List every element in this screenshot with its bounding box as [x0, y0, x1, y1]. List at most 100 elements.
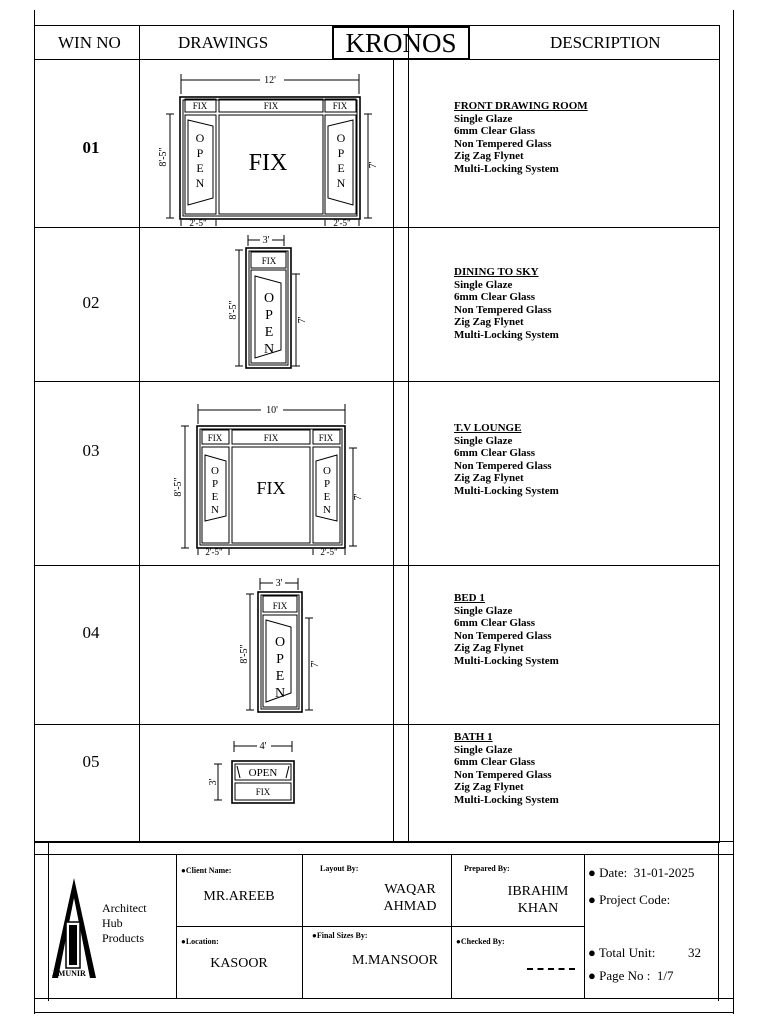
- description-02: DINING TO SKY Single Glaze 6mm Clear Gla…: [454, 266, 559, 341]
- logo-tag: AL-MUNIR: [52, 969, 86, 978]
- win-no-05: 05: [82, 752, 100, 771]
- logo-line: Products: [102, 931, 144, 945]
- description-title: BED 1: [454, 592, 485, 604]
- fix-label-large: FIX: [249, 150, 288, 176]
- open-letter: P: [265, 308, 273, 323]
- fix-label: FIX: [273, 601, 288, 611]
- open-letter: E: [276, 669, 285, 684]
- spec-line: Multi-Locking System: [454, 484, 559, 497]
- open-letter: N: [275, 686, 285, 701]
- open-letter: O: [264, 291, 274, 306]
- col-divider-1: [139, 25, 140, 841]
- page-bottom-line: [34, 1012, 734, 1013]
- spec-line: 6mm Clear Glass: [454, 291, 536, 303]
- fix-label: FIX: [319, 433, 334, 443]
- fix-label: FIX: [193, 101, 208, 111]
- final-sizes-label: ●Final Sizes By:: [312, 931, 368, 940]
- open-letter: P: [276, 652, 284, 667]
- dim-width: 3': [276, 578, 283, 589]
- dim-side-height: 7': [310, 660, 321, 667]
- layout-value: WAQAR AHMAD: [370, 881, 450, 915]
- description-title: BATH 1: [454, 731, 493, 743]
- fix-label-large: FIX: [256, 478, 285, 498]
- description-04: BED 1 Single Glaze 6mm Clear Glass Non T…: [454, 592, 559, 667]
- open-letter: E: [337, 161, 344, 175]
- date-row: ● Date: 31-01-2025: [588, 865, 695, 880]
- location-label: ●Location:: [181, 937, 219, 946]
- open-letter: O: [275, 635, 285, 650]
- spec-line: Zig Zag Flynet: [454, 316, 524, 328]
- prepared-label: Prepared By:: [464, 864, 510, 873]
- col-divider-3: [408, 25, 409, 841]
- open-letter: P: [197, 146, 204, 160]
- dim-side-width: 2'-5": [205, 547, 223, 557]
- description-title: DINING TO SKY: [454, 266, 539, 278]
- brand-logo: KRONOS: [332, 26, 470, 60]
- spec-line: Zig Zag Flynet: [454, 781, 524, 793]
- triangle-mark: [52, 878, 96, 978]
- open-letter: O: [337, 131, 346, 145]
- header-win-no: WIN NO: [58, 33, 121, 52]
- open-letter: P: [212, 478, 218, 490]
- footer-left-gutter: [48, 841, 49, 1001]
- schedule-table: [34, 25, 720, 843]
- spec-line: Non Tempered Glass: [454, 768, 552, 781]
- spec-line: Multi-Locking System: [454, 793, 559, 806]
- logo-line: Hub: [102, 916, 123, 930]
- footer-top-line-1: [34, 841, 734, 842]
- prepared-value: IBRAHIM KHAN: [496, 883, 580, 917]
- description-title: FRONT DRAWING ROOM: [454, 100, 588, 112]
- win-no-02: 02: [82, 293, 100, 312]
- dim-height: 8'-5": [173, 477, 184, 496]
- dim-side-width: 2'-5": [189, 218, 207, 228]
- open-letter: N: [211, 504, 219, 516]
- window-drawing-04: 3' FIX O P E N 8'-5" 7': [239, 577, 321, 713]
- open-letter: O: [323, 465, 331, 477]
- dim-height: 8'-5": [158, 147, 169, 166]
- page-no-row: ● Page No : 1/7: [588, 968, 674, 983]
- fix-label: FIX: [208, 433, 223, 443]
- frame-right-edge: [733, 10, 734, 1014]
- spec-line: 6mm Clear Glass: [454, 125, 536, 137]
- open-letter: P: [324, 478, 330, 490]
- fix-label: FIX: [262, 256, 277, 266]
- open-letter: E: [324, 491, 331, 503]
- open-letter: N: [264, 342, 274, 357]
- layout-value-line: WAQAR: [384, 882, 436, 897]
- description-01: FRONT DRAWING ROOM Single Glaze 6mm Clea…: [454, 100, 588, 175]
- fix-label: FIX: [256, 787, 271, 797]
- row-divider-2: [34, 381, 719, 382]
- spec-line: Single Glaze: [454, 112, 513, 125]
- row-divider-3: [34, 565, 719, 566]
- spec-line: Single Glaze: [454, 434, 513, 447]
- dim-side-height: 7': [353, 493, 364, 500]
- dim-side-height: 7': [368, 161, 379, 168]
- row-divider-1: [34, 227, 719, 228]
- description-title: T.V LOUNGE: [454, 422, 522, 434]
- dim-height: 3': [208, 778, 219, 785]
- open-letter: E: [212, 491, 219, 503]
- client-value: MR.AREEB: [203, 889, 275, 904]
- window-drawing-01: 12' FIX FIX FIX FIX O P E N O P E N 8'-5…: [158, 74, 379, 228]
- dim-width: 12': [264, 75, 276, 86]
- window-drawing-02: 3' FIX O P E N 8'-5" 7': [228, 234, 306, 369]
- col-divider-2: [393, 59, 394, 841]
- footer-right-gutter: [718, 841, 719, 1001]
- dim-width: 4': [260, 741, 267, 752]
- prepared-value-line: IBRAHIM: [507, 884, 569, 899]
- win-no-04: 04: [82, 623, 100, 642]
- project-code-row: ● Project Code:: [588, 892, 671, 907]
- footer-mid-line: [176, 926, 584, 927]
- checked-label: ●Checked By:: [456, 937, 505, 946]
- open-letter: P: [338, 146, 345, 160]
- spec-line: 6mm Clear Glass: [454, 617, 536, 629]
- spec-line: 6mm Clear Glass: [454, 447, 536, 459]
- row-divider-4: [34, 724, 719, 725]
- window-drawing-03: 10' FIX FIX FIX FIX O P E N O P E N 8'-5…: [173, 404, 364, 557]
- win-no-01: 01: [82, 138, 100, 157]
- open-letter: E: [265, 325, 274, 340]
- company-logo: Architect Hub Products AL-MUNIR: [52, 878, 147, 978]
- spec-line: Multi-Locking System: [454, 654, 559, 667]
- layout-label: Layout By:: [320, 864, 359, 873]
- open-letter: O: [211, 465, 219, 477]
